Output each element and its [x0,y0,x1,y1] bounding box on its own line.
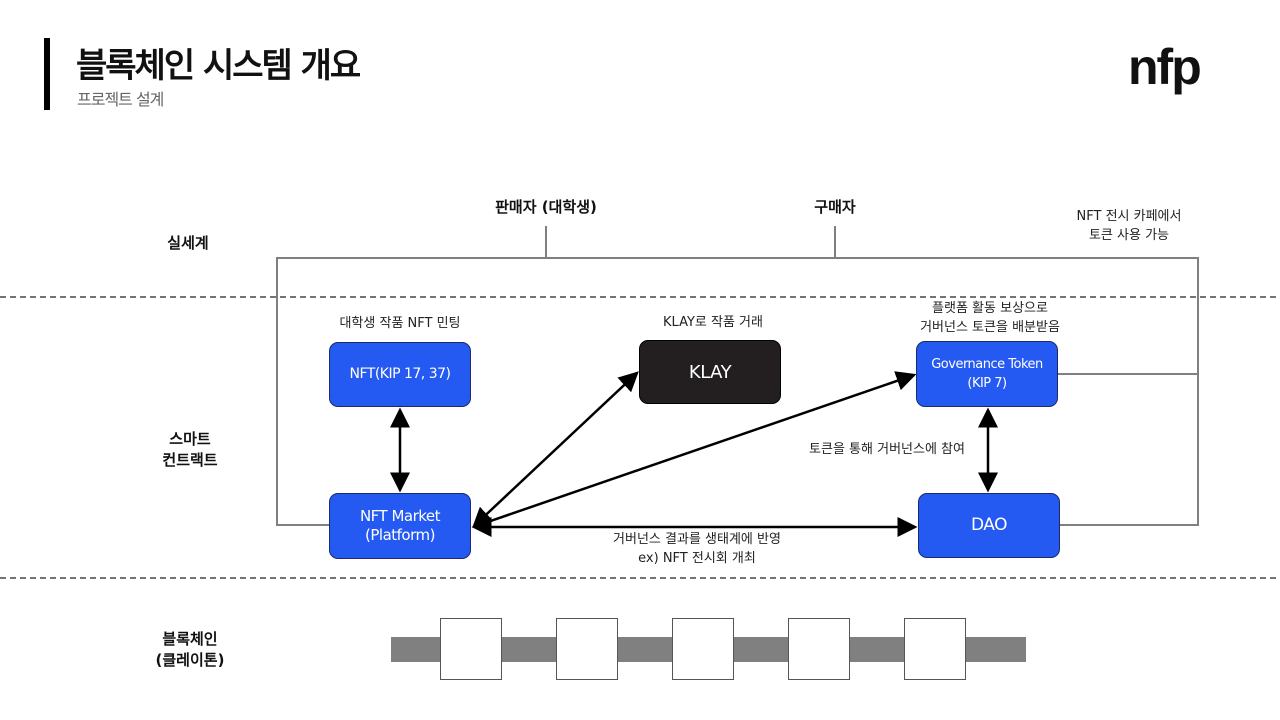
title-accent-bar [44,38,50,110]
note-line: 토큰 사용 가능 [1088,228,1170,243]
actor-buyer: 구매자 [814,198,856,216]
chain-block [440,618,502,680]
nft-box: NFT(KIP 17, 37) [329,342,471,407]
note-governance-result: 거버넌스 결과를 생태계에 반영 ex) NFT 전시회 개최 [613,530,781,568]
arrow-market-klay [472,371,639,528]
klay-box: KLAY [639,340,781,404]
layer-label-smart-contract: 스마트 컨트랙트 [110,429,270,471]
note-line: 플랫폼 활동 보상으로 [932,301,1048,316]
dao-box: DAO [918,493,1060,558]
note-line: 거버넌스 결과를 생태계에 반영 [613,532,781,547]
note-participate: 토큰을 통해 거버넌스에 참여 [809,442,965,457]
layer-label-blockchain: 블록체인 (클레이톤) [110,629,270,671]
note-reward: 플랫폼 활동 보상으로 거버넌스 토큰을 배분받음 [920,299,1060,337]
note-nft-minting: 대학생 작품 NFT 민팅 [339,316,461,331]
actor-seller: 판매자 (대학생) [495,198,597,216]
chain-block [672,618,734,680]
chain-block [904,618,966,680]
page-subtitle: 프로젝트 설계 [77,90,164,109]
governance-token-box: Governance Token (KIP 7) [916,341,1058,407]
box-label: Governance Token [931,357,1043,372]
ecosystem-frame [276,226,1199,526]
note-cafe: NFT 전시 카페에서 토큰 사용 가능 [1077,207,1182,245]
arrow-market-governance [475,371,917,528]
note-line: ex) NFT 전시회 개최 [638,551,756,566]
layer-label-real-world: 실세계 [167,234,209,252]
note-line: NFT 전시 카페에서 [1076,209,1182,224]
layer-label-line: 컨트랙트 [162,451,218,469]
box-label: (Platform) [365,526,435,544]
layer-label-line: 블록체인 [162,630,218,648]
box-label: NFT Market [359,507,441,525]
note-klay-trade: KLAY로 작품 거래 [663,315,763,330]
layer-label-line: 스마트 [169,430,211,448]
layer-label-line: (클레이톤) [155,651,225,669]
box-label: (KIP 7) [967,376,1007,391]
page-title: 블록체인 시스템 개요 [76,46,361,86]
note-line: 거버넌스 토큰을 배분받음 [920,320,1060,335]
chain-block [556,618,618,680]
chain-block [788,618,850,680]
nft-market-box: NFT Market (Platform) [329,493,471,559]
nfp-logo: nfp [1128,39,1202,95]
